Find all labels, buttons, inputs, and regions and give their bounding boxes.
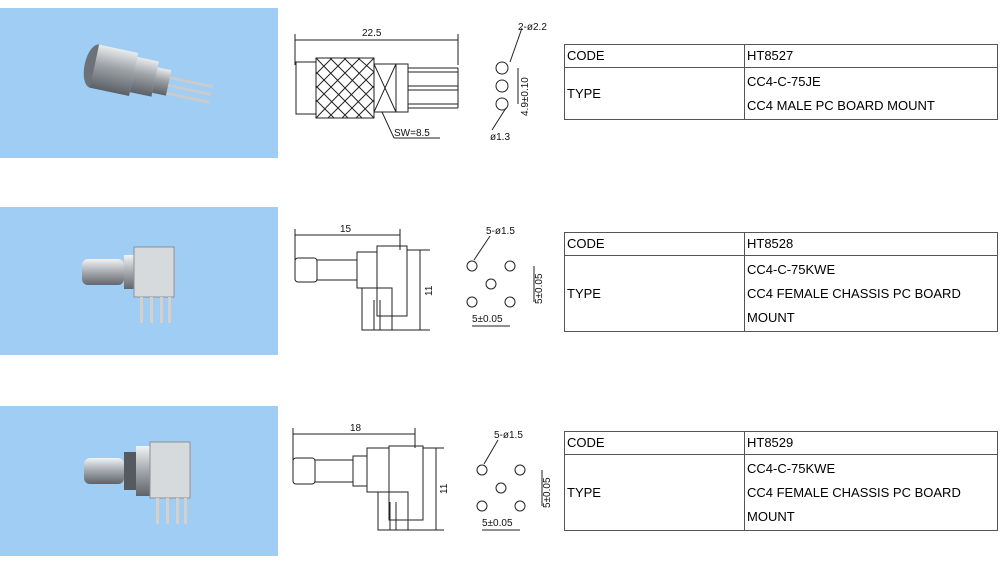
vertical-pitch-label: 5±0.05 [542,477,553,508]
dimension-drawing-2: 15 11 [290,220,440,340]
type-line: CC4 FEMALE CHASSIS PC BOARD [747,285,961,301]
pitch-label: 4.9±0.10 [520,77,531,116]
horizontal-pitch-label: 5±0.05 [472,314,503,325]
spec-table-3: CODE HT8529 TYPE CC4-C-75KWE CC4 FEMALE … [564,431,998,531]
connector-photo-right-angle-chassis [84,441,191,524]
pin-diameter-label: ø1.3 [490,132,510,143]
wrench-size-label: SW=8.5 [394,128,430,139]
hole-diameter-label: 5-ø1.5 [486,226,515,237]
type-label: TYPE [564,454,745,531]
product-photo-2 [0,207,278,355]
type-value: CC4-C-75KWE CC4 FEMALE CHASSIS PC BOARD … [744,255,998,332]
type-label: TYPE [564,255,745,332]
spec-table-2: CODE HT8528 TYPE CC4-C-75KWE CC4 FEMALE … [564,232,998,332]
connector-photo-straight [83,44,214,104]
product-photo-1 [0,8,278,158]
type-line: CC4-C-75JE [747,73,821,89]
hole-pattern-1: 2-ø2.2 4.9±0.10 ø1.3 [480,18,560,148]
type-value: CC4-C-75KWE CC4 FEMALE CHASSIS PC BOARD … [744,454,998,531]
code-value: HT8528 [744,232,998,256]
height-dimension-label: 11 [439,483,450,494]
length-dimension-label: 15 [340,224,352,235]
code-value: HT8527 [744,44,998,68]
type-line: CC4-C-75KWE [747,460,836,476]
type-label: TYPE [564,67,745,120]
connector-photo-right-angle [82,246,175,323]
code-label: CODE [564,431,745,455]
hole-diameter-label: 2-ø2.2 [518,22,547,33]
height-dimension-label: 11 [424,285,435,296]
dimension-drawing-1: 22.5 SW=8.5 [290,20,470,150]
type-line: MOUNT [747,508,795,524]
type-line: CC4 FEMALE CHASSIS PC BOARD [747,484,961,500]
type-line: MOUNT [747,309,795,325]
type-line: CC4-C-75KWE [747,261,836,277]
horizontal-pitch-label: 5±0.05 [482,518,513,529]
type-line: CC4 MALE PC BOARD MOUNT [747,97,935,113]
type-value: CC4-C-75JE CC4 MALE PC BOARD MOUNT [744,67,998,120]
length-dimension-label: 22.5 [362,28,382,39]
length-dimension-label: 18 [350,423,362,434]
hole-pattern-2: 5-ø1.5 5±0.05 5±0.05 [460,222,560,342]
vertical-pitch-label: 5±0.05 [534,273,545,304]
hole-pattern-3: 5-ø1.5 5±0.05 5±0.05 [470,426,560,546]
hole-diameter-label: 5-ø1.5 [494,430,523,441]
spec-table-1: CODE HT8527 TYPE CC4-C-75JE CC4 MALE PC … [564,44,998,120]
dimension-drawing-3: 18 11 [290,422,450,542]
code-label: CODE [564,232,745,256]
product-photo-3 [0,406,278,556]
code-label: CODE [564,44,745,68]
code-value: HT8529 [744,431,998,455]
